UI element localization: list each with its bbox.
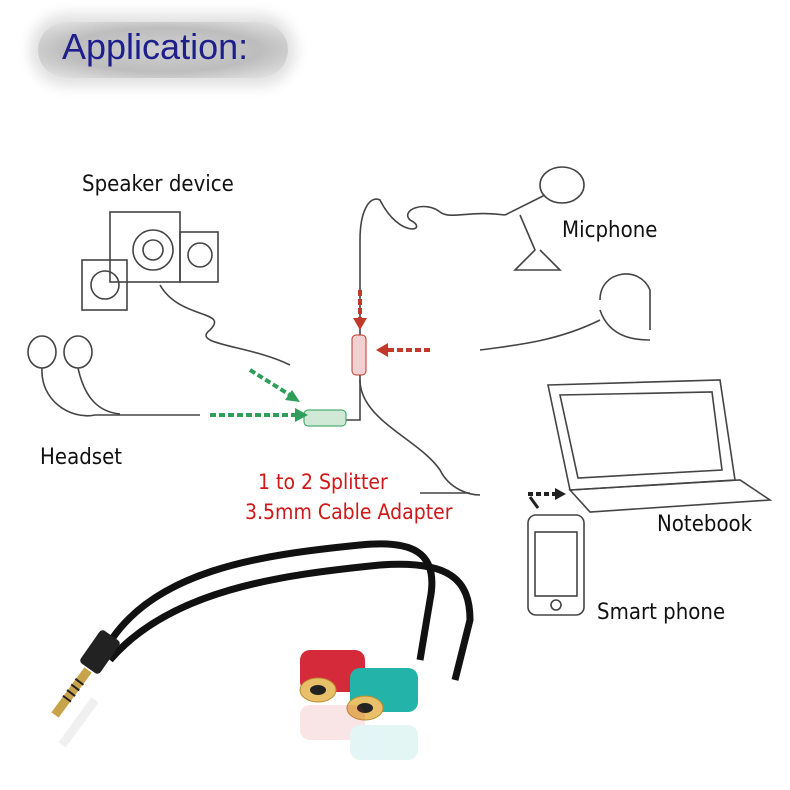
title-banner — [38, 22, 288, 78]
black-arrows — [528, 488, 566, 509]
label-speaker-device: Speaker device — [82, 172, 234, 197]
notebook-icon — [547, 379, 773, 513]
splitter-connector — [303, 409, 347, 427]
smartphone-icon — [527, 514, 585, 616]
label-microphone: Micphone — [562, 218, 658, 243]
label-splitter-line1: 1 to 2 Splitter — [258, 470, 388, 494]
microphone-icon — [359, 166, 585, 271]
earphones-icon — [27, 335, 200, 417]
headset-mic-icon — [479, 273, 651, 351]
splitter-cable-photo — [51, 540, 474, 760]
label-smart-phone: Smart phone — [597, 600, 726, 625]
red-arrows — [353, 290, 430, 357]
page-title: Application: — [62, 26, 249, 67]
label-splitter-line2: 3.5mm Cable Adapter — [245, 500, 453, 524]
green-arrows — [210, 368, 308, 422]
splitter-connector-red — [351, 334, 367, 376]
label-notebook: Notebook — [657, 512, 753, 537]
speaker-icon — [81, 211, 291, 366]
label-headset: Headset — [40, 445, 123, 470]
